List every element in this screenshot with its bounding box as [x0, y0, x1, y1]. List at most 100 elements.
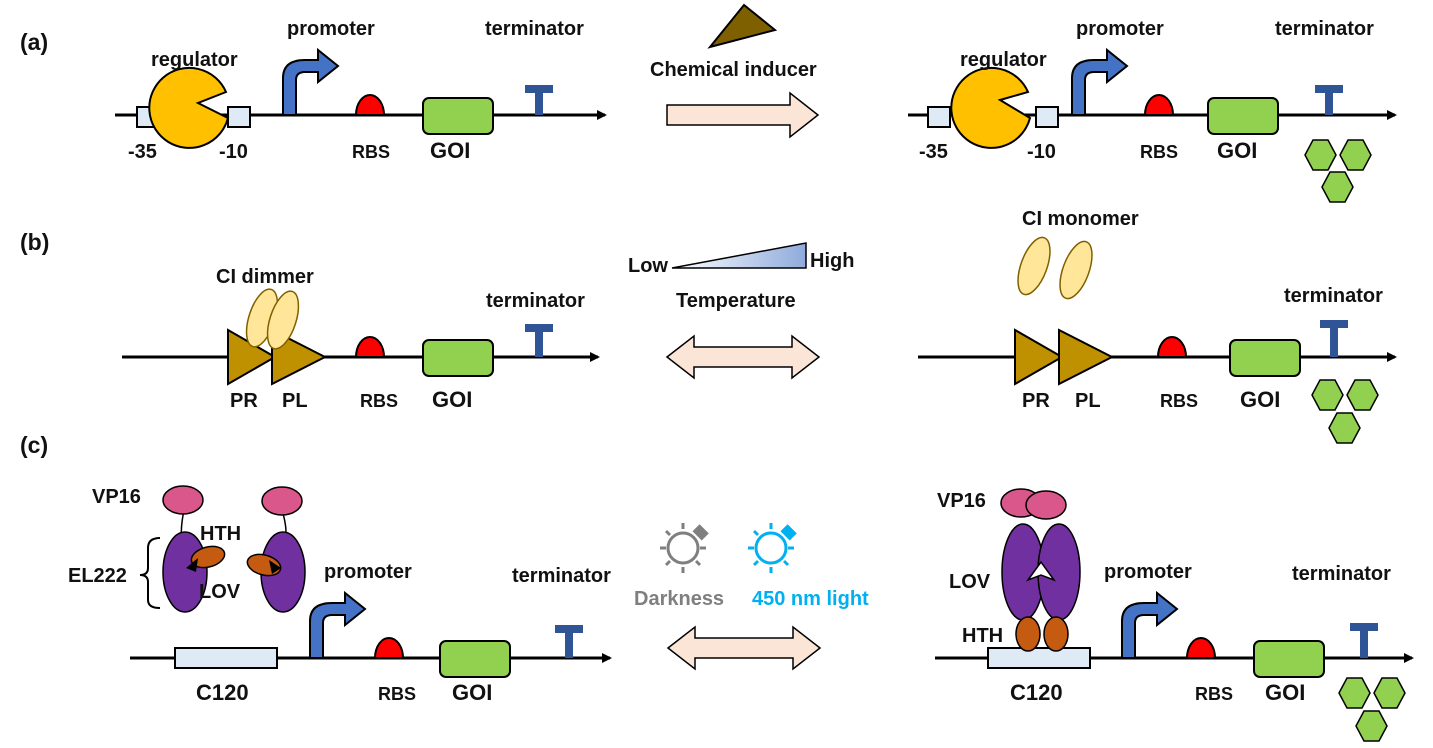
panel-a-label: (a): [20, 29, 48, 55]
vp16-label: VP16: [92, 486, 141, 508]
pr-label: PR: [230, 390, 258, 412]
hth-label: HTH: [200, 523, 241, 545]
minus35-label: -35: [128, 141, 157, 163]
regulator-label: regulator: [151, 49, 238, 71]
rbs-shape: [1143, 94, 1175, 116]
el222-bracket: [139, 537, 161, 609]
panel-c-label: (c): [20, 432, 48, 458]
lov-label: LOV: [199, 581, 241, 603]
rbs-shape: [373, 637, 405, 659]
rbs-label: RBS: [1140, 142, 1178, 162]
hth-domain: [190, 545, 226, 569]
ci-monomer-protein: [1017, 236, 1093, 300]
box-minus10: [227, 106, 251, 128]
protein-hexagons: [1338, 677, 1406, 742]
reversible-process-arrow: [666, 625, 822, 671]
lov-label: LOV: [949, 571, 991, 593]
protein-hexagon-icon: [1311, 379, 1344, 411]
rbs-shape: [1156, 336, 1188, 358]
promoter-label: promoter: [287, 18, 375, 40]
terminator-label: terminator: [1275, 18, 1374, 40]
vp16-domain: [261, 486, 303, 516]
rbs-label: RBS: [360, 391, 398, 411]
rbs-shape: [1185, 637, 1217, 659]
process-arrow: [666, 91, 820, 139]
stimulus-temperature-label: Temperature: [676, 290, 796, 312]
minus10-label: -10: [219, 141, 248, 163]
protein-hexagons: [1304, 139, 1372, 203]
darkness-label: Darkness: [634, 588, 724, 610]
goi-box: [1253, 640, 1325, 678]
temp-high-label: High: [810, 250, 854, 272]
pl-label: PL: [282, 390, 308, 412]
light-label: 450 nm light: [752, 588, 869, 610]
regulator-shape: [950, 66, 1032, 149]
protein-hexagon-icon: [1328, 412, 1361, 444]
rbs-label: RBS: [1195, 684, 1233, 704]
protein-hexagon-icon: [1338, 677, 1371, 709]
promoter-label: promoter: [1104, 561, 1192, 583]
hth-domain: [1015, 616, 1041, 652]
light-bulb-icon: [748, 523, 797, 573]
el222-protein-dark: [162, 485, 306, 613]
panel-b-label: (b): [20, 229, 49, 255]
pr-promoter-triangle: [1014, 328, 1065, 386]
goi-box: [422, 339, 494, 377]
protein-hexagons: [1311, 379, 1379, 444]
goi-box: [439, 640, 511, 678]
terminator-icon: [525, 85, 553, 115]
terminator-label: terminator: [1292, 563, 1391, 585]
promoter-arrow-icon: [1121, 590, 1179, 659]
terminator-icon: [525, 324, 553, 357]
temperature-gradient-wedge: [671, 242, 807, 269]
c120-box: [987, 647, 1091, 669]
rbs-shape: [354, 94, 386, 116]
c120-box: [174, 647, 278, 669]
terminator-icon: [555, 625, 583, 658]
terminator-icon: [1350, 623, 1378, 658]
terminator-label: terminator: [486, 290, 585, 312]
c120-label: C120: [1010, 680, 1063, 705]
goi-box: [1207, 97, 1279, 135]
box-minus35: [927, 106, 951, 128]
inducer-triangle-icon: [707, 3, 778, 49]
goi-label: GOI: [1265, 680, 1305, 705]
vp16-domain: [162, 485, 204, 515]
terminator-icon: [1320, 320, 1348, 357]
regulator-label: regulator: [960, 49, 1047, 71]
goi-label: GOI: [430, 138, 470, 163]
stimulus-chemical-label: Chemical inducer: [650, 59, 817, 81]
promoter-arrow-icon: [309, 590, 367, 659]
goi-label: GOI: [1240, 387, 1280, 412]
goi-label: GOI: [1217, 138, 1257, 163]
terminator-label: terminator: [1284, 285, 1383, 307]
protein-hexagon-icon: [1304, 139, 1337, 171]
protein-hexagon-icon: [1373, 677, 1406, 709]
pl-label: PL: [1075, 390, 1101, 412]
terminator-label: terminator: [512, 565, 611, 587]
promoter-arrow-icon: [282, 47, 340, 116]
rbs-label: RBS: [1160, 391, 1198, 411]
vp16-domain: [1025, 490, 1067, 520]
goi-box: [422, 97, 494, 135]
el222-protein-light: [1000, 488, 1081, 652]
protein-hexagon-icon: [1339, 139, 1372, 171]
ci-dimer-label: CI dimmer: [216, 266, 314, 288]
el222-label: EL222: [68, 565, 127, 587]
rbs-label: RBS: [352, 142, 390, 162]
regulator-shape: [148, 66, 230, 149]
goi-label: GOI: [452, 680, 492, 705]
ci-monomer-label: CI monomer: [1022, 208, 1139, 230]
promoter-arrow-icon: [1071, 47, 1129, 116]
promoter-label: promoter: [324, 561, 412, 583]
protein-hexagon-icon: [1346, 379, 1379, 411]
terminator-icon: [1315, 85, 1343, 115]
temp-low-label: Low: [628, 255, 668, 277]
pr-label: PR: [1022, 390, 1050, 412]
promoter-label: promoter: [1076, 18, 1164, 40]
ci-dimer-protein: [245, 288, 300, 350]
pl-promoter-triangle: [1058, 328, 1115, 386]
protein-hexagon-icon: [1321, 171, 1354, 203]
goi-label: GOI: [432, 387, 472, 412]
